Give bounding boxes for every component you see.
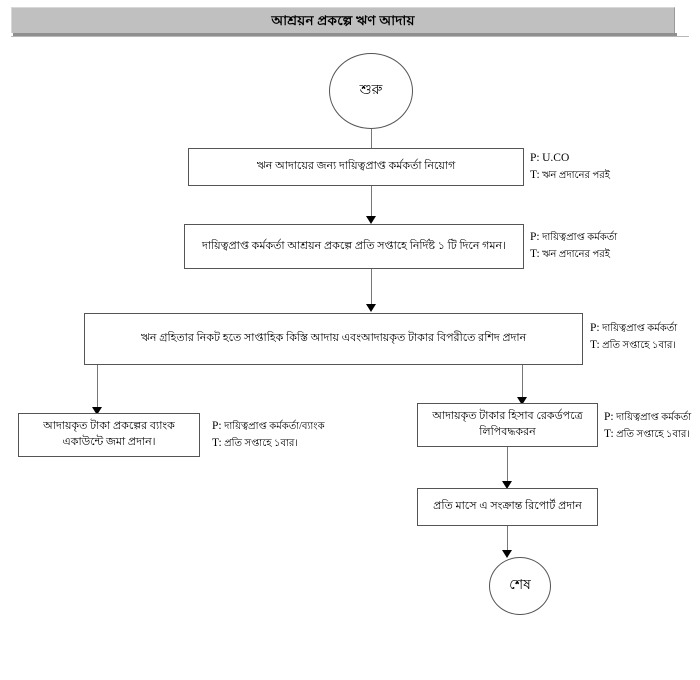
end-node[interactable]: শেষ (489, 557, 551, 615)
connector-step3-to-right-branch (522, 365, 523, 401)
page-title: আশ্রয়ন প্রকল্পে ঋণ আদায় (271, 12, 415, 28)
annotation-time-row-step-4-left: T: প্রতি সপ্তাহে ১বার। (212, 435, 325, 452)
process-box-step-2[interactable]: দায়িত্বপ্রাপ্ত কর্মকর্তা আশ্রয়ন প্রকল্… (184, 224, 524, 269)
connector-step5-to-end (507, 526, 508, 554)
annotation-time-value-step-3: প্রতি সপ্তাহে ১বার। (602, 340, 677, 352)
title-divider (11, 36, 689, 37)
process-box-step-3[interactable]: ঋন গ্রহিতার নিকট হতে সাপ্তাহিক কিস্তি আদ… (84, 313, 583, 365)
annotation-step-4-left: P: দায়িত্বপ্রাপ্ত কর্মকর্তা/ব্যাংক T: প… (212, 418, 325, 453)
arrow-step4right-to-step5 (502, 481, 512, 489)
connector-step3-to-left-branch (97, 365, 98, 410)
annotation-time-value-step-2: ঋন প্রদানের পরই (542, 249, 610, 261)
annotation-step-3: P: দায়িত্বপ্রাপ্ত কর্মকর্তা T: প্রতি সপ… (590, 320, 677, 355)
process-box-step-4-left[interactable]: আদায়কৃত টাকা প্রকল্পের ব্যাংক একাউন্টে … (18, 413, 200, 457)
start-node-label: শুরু (359, 83, 383, 98)
process-box-step-1[interactable]: ঋন আদায়ের জন্য দায়িত্বপ্রাপ্ত কর্মকর্ত… (188, 148, 524, 186)
annotation-step-4-right: P: দায়িত্বপ্রাপ্ত কর্মকর্তা T: প্রতি সপ… (604, 409, 691, 444)
annotation-person-key-step-4-right: P: (604, 411, 614, 423)
connector-step2-to-step3 (371, 269, 372, 305)
arrow-step3-to-right-branch (517, 397, 527, 405)
annotation-person-key-step-4-left: P: (212, 420, 222, 432)
annotation-time-row-step-2: T: ঋন প্রদানের পরই (530, 246, 617, 263)
annotation-time-key-step-2: T: (530, 248, 540, 261)
annotation-person-key-step-2: P: (530, 231, 540, 243)
annotation-time-row-step-1: T: ঋন প্রদানের পরই (530, 167, 610, 184)
process-label-step-3: ঋন গ্রহিতার নিকট হতে সাপ্তাহিক কিস্তি আদ… (140, 332, 527, 345)
annotation-time-key-step-3: T: (590, 339, 600, 352)
process-box-step-4-right[interactable]: আদায়কৃত টাকার হিসাব রেকর্ডপত্রে লিপিবদ্… (417, 403, 598, 447)
process-label-step-4-right: আদায়কৃত টাকার হিসাব রেকর্ডপত্রে লিপিবদ্… (432, 410, 583, 438)
annotation-person-value-step-4-left: দায়িত্বপ্রাপ্ত কর্মকর্তা/ব্যাংক (224, 421, 325, 432)
end-node-label: শেষ (509, 578, 531, 593)
annotation-person-key-step-1: P: (530, 152, 540, 164)
annotation-time-key-step-4-right: T: (604, 428, 614, 441)
annotation-person-row-step-3: P: দায়িত্বপ্রাপ্ত কর্মকর্তা (590, 320, 677, 337)
annotation-person-key-step-3: P: (590, 322, 600, 334)
annotation-step-1: P: U.CO T: ঋন প্রদানের পরই (530, 150, 610, 185)
annotation-person-row-step-2: P: দায়িত্বপ্রাপ্ত কর্মকর্তা (530, 229, 617, 246)
annotation-time-value-step-4-right: প্রতি সপ্তাহে ১বার। (616, 429, 691, 441)
page-title-bar: আশ্রয়ন প্রকল্পে ঋণ আদায় (11, 7, 675, 33)
process-label-step-5: প্রতি মাসে এ সংক্রান্ত রিপোর্ট প্রদান (433, 500, 582, 513)
arrow-step5-to-end (502, 550, 512, 558)
process-label-step-2: দায়িত্বপ্রাপ্ত কর্মকর্তা আশ্রয়ন প্রকল্… (202, 239, 506, 252)
arrow-step1-to-step2 (366, 216, 376, 224)
annotation-step-2: P: দায়িত্বপ্রাপ্ত কর্মকর্তা T: ঋন প্রদা… (530, 229, 617, 264)
annotation-time-value-step-4-left: প্রতি সপ্তাহে ১বার। (224, 438, 299, 450)
annotation-time-key-step-1: T: (530, 169, 540, 182)
connector-start-to-step1 (371, 129, 372, 152)
arrow-step3-to-left-branch (92, 407, 102, 415)
annotation-person-value-step-4-right: দায়িত্বপ্রাপ্ত কর্মকর্তা (616, 412, 692, 423)
annotation-person-value-step-2: দায়িত্বপ্রাপ্ত কর্মকর্তা (542, 232, 618, 243)
annotation-person-value-step-1: U.CO (542, 152, 570, 164)
start-node[interactable]: শুরু (329, 53, 413, 129)
annotation-time-row-step-3: T: প্রতি সপ্তাহে ১বার। (590, 337, 677, 354)
arrow-step2-to-step3 (366, 304, 376, 312)
annotation-person-row-step-4-left: P: দায়িত্বপ্রাপ্ত কর্মকর্তা/ব্যাংক (212, 418, 325, 435)
process-box-step-5[interactable]: প্রতি মাসে এ সংক্রান্ত রিপোর্ট প্রদান (417, 488, 598, 526)
process-label-step-1: ঋন আদায়ের জন্য দায়িত্বপ্রাপ্ত কর্মকর্ত… (256, 160, 456, 173)
annotation-time-value-step-1: ঋন প্রদানের পরই (542, 170, 610, 182)
connector-step1-to-step2 (371, 186, 372, 220)
process-label-step-4-left: আদায়কৃত টাকা প্রকল্পের ব্যাংক একাউন্টে … (43, 420, 175, 448)
annotation-time-row-step-4-right: T: প্রতি সপ্তাহে ১বার। (604, 426, 691, 443)
annotation-person-value-step-3: দায়িত্বপ্রাপ্ত কর্মকর্তা (602, 323, 678, 334)
annotation-time-key-step-4-left: T: (212, 437, 222, 450)
annotation-person-row-step-1: P: U.CO (530, 150, 610, 167)
annotation-person-row-step-4-right: P: দায়িত্বপ্রাপ্ত কর্মকর্তা (604, 409, 691, 426)
connector-step4right-to-step5 (507, 447, 508, 485)
title-bar-shadow (13, 33, 677, 36)
